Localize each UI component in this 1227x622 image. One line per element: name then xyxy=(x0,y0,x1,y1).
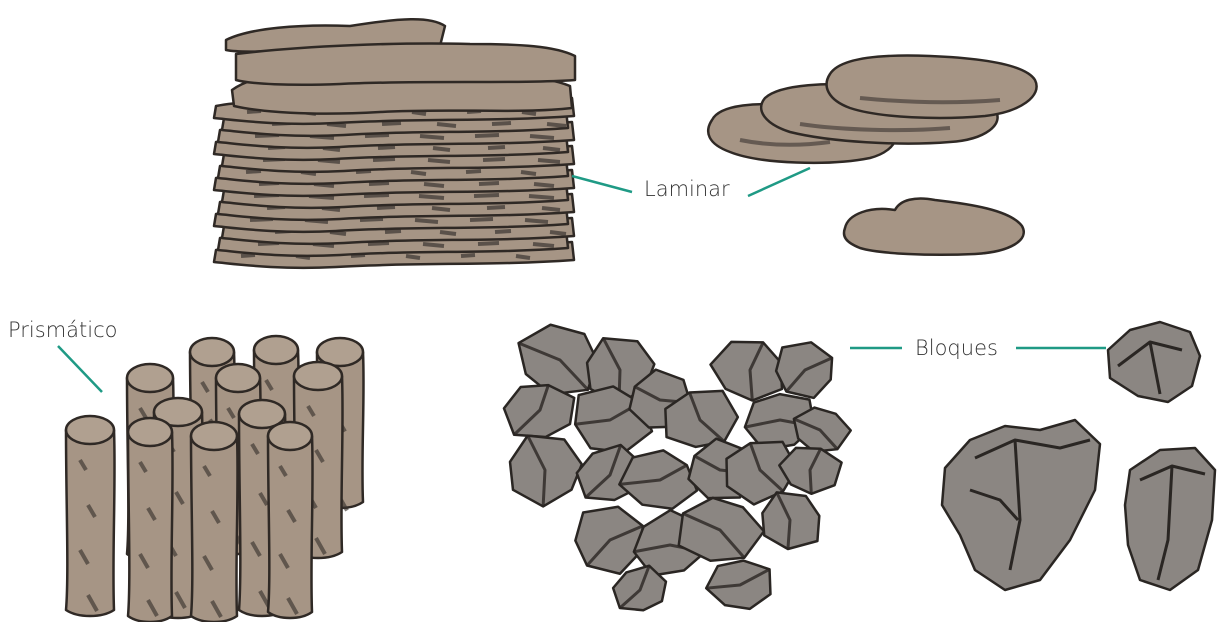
block-aggregate xyxy=(794,408,851,452)
laminar-texture-mark xyxy=(415,220,438,222)
laminar-texture-mark xyxy=(529,196,554,198)
laminar-texture-mark xyxy=(534,184,554,186)
laminar-leader-left xyxy=(572,176,632,192)
laminar-texture-mark xyxy=(533,244,554,246)
prism-column-top xyxy=(128,418,172,446)
laminar-texture-mark xyxy=(360,219,383,220)
laminar-texture-mark xyxy=(542,208,560,210)
laminar-texture-mark xyxy=(424,184,444,186)
laminar-texture-mark xyxy=(483,159,505,160)
block-aggregates-cluster-illustration xyxy=(504,325,851,610)
laminar-texture-mark xyxy=(406,256,420,258)
laminar-texture-mark xyxy=(420,136,444,138)
laminar-texture-mark xyxy=(432,208,450,210)
plate-top xyxy=(827,56,1037,118)
laminar-texture-mark xyxy=(538,160,560,162)
prism-column-body xyxy=(191,436,238,622)
prism-column-body xyxy=(128,432,173,622)
laminar-texture-mark xyxy=(382,123,401,124)
laminar-texture-mark xyxy=(246,171,261,172)
prism-column-top xyxy=(66,416,114,444)
laminar-texture-mark xyxy=(487,207,505,208)
laminar-texture-mark xyxy=(550,232,566,234)
laminar-texture-mark xyxy=(525,220,548,222)
laminar-texture-mark xyxy=(241,255,255,256)
laminar-texture-mark xyxy=(522,112,536,114)
laminar-second-plate xyxy=(236,43,575,84)
laminar-texture-mark xyxy=(373,159,395,160)
laminar-texture-mark xyxy=(488,147,505,148)
laminar-texture-mark xyxy=(461,255,475,256)
laminar-texture-mark xyxy=(412,112,426,114)
laminar-texture-mark xyxy=(428,160,450,162)
laminar-leader-right xyxy=(748,168,810,196)
laminar-texture-mark xyxy=(423,244,444,246)
prismatic-columns-illustration xyxy=(66,336,364,622)
laminar-texture-mark xyxy=(492,123,511,124)
laminar-texture-mark xyxy=(377,207,395,208)
laminar-texture-mark xyxy=(466,171,481,172)
laminar-loose-plates-illustration xyxy=(708,56,1036,255)
laminar-label: Laminar xyxy=(644,179,730,200)
laminar-texture-mark xyxy=(470,219,493,220)
laminar-texture-mark xyxy=(364,195,389,196)
bloques-label: Bloques xyxy=(915,338,998,359)
laminar-texture-mark xyxy=(530,136,554,138)
prismatico-leader xyxy=(58,346,102,392)
prismatico-label: Prismático xyxy=(8,320,118,341)
prism-column-top xyxy=(254,336,298,364)
laminar-texture-mark xyxy=(369,183,389,184)
laminar-texture-mark xyxy=(411,172,426,174)
laminar-texture-mark xyxy=(433,148,450,150)
prism-column-top xyxy=(190,338,234,366)
block-aggregates-loose-illustration xyxy=(942,322,1215,590)
prism-column-top xyxy=(216,364,260,392)
laminar-texture-mark xyxy=(437,124,456,126)
laminar-texture-mark xyxy=(478,243,499,244)
laminar-stack-illustration xyxy=(214,19,575,268)
laminar-texture-mark xyxy=(474,195,499,196)
prism-column-body xyxy=(66,430,115,616)
laminar-texture-mark xyxy=(440,232,456,234)
laminar-texture-mark xyxy=(479,183,499,184)
block-loose-big xyxy=(942,420,1100,590)
prism-column-top xyxy=(294,362,342,390)
laminar-texture-mark xyxy=(547,124,566,126)
laminar-texture-mark xyxy=(543,148,560,150)
prism-column-top xyxy=(268,422,312,450)
laminar-texture-mark xyxy=(378,147,395,148)
laminar-texture-mark xyxy=(419,196,444,198)
laminar-texture-mark xyxy=(365,135,389,136)
prism-column-top xyxy=(191,422,237,450)
laminar-texture-mark xyxy=(385,231,401,232)
laminar-texture-mark xyxy=(516,256,530,258)
plate-lower xyxy=(844,198,1024,254)
prism-column-body xyxy=(268,436,313,618)
laminar-texture-mark xyxy=(475,135,499,136)
prism-column-top xyxy=(127,364,173,392)
laminar-texture-mark xyxy=(368,243,389,244)
laminar-texture-mark xyxy=(521,172,536,174)
laminar-texture-mark xyxy=(495,231,511,232)
